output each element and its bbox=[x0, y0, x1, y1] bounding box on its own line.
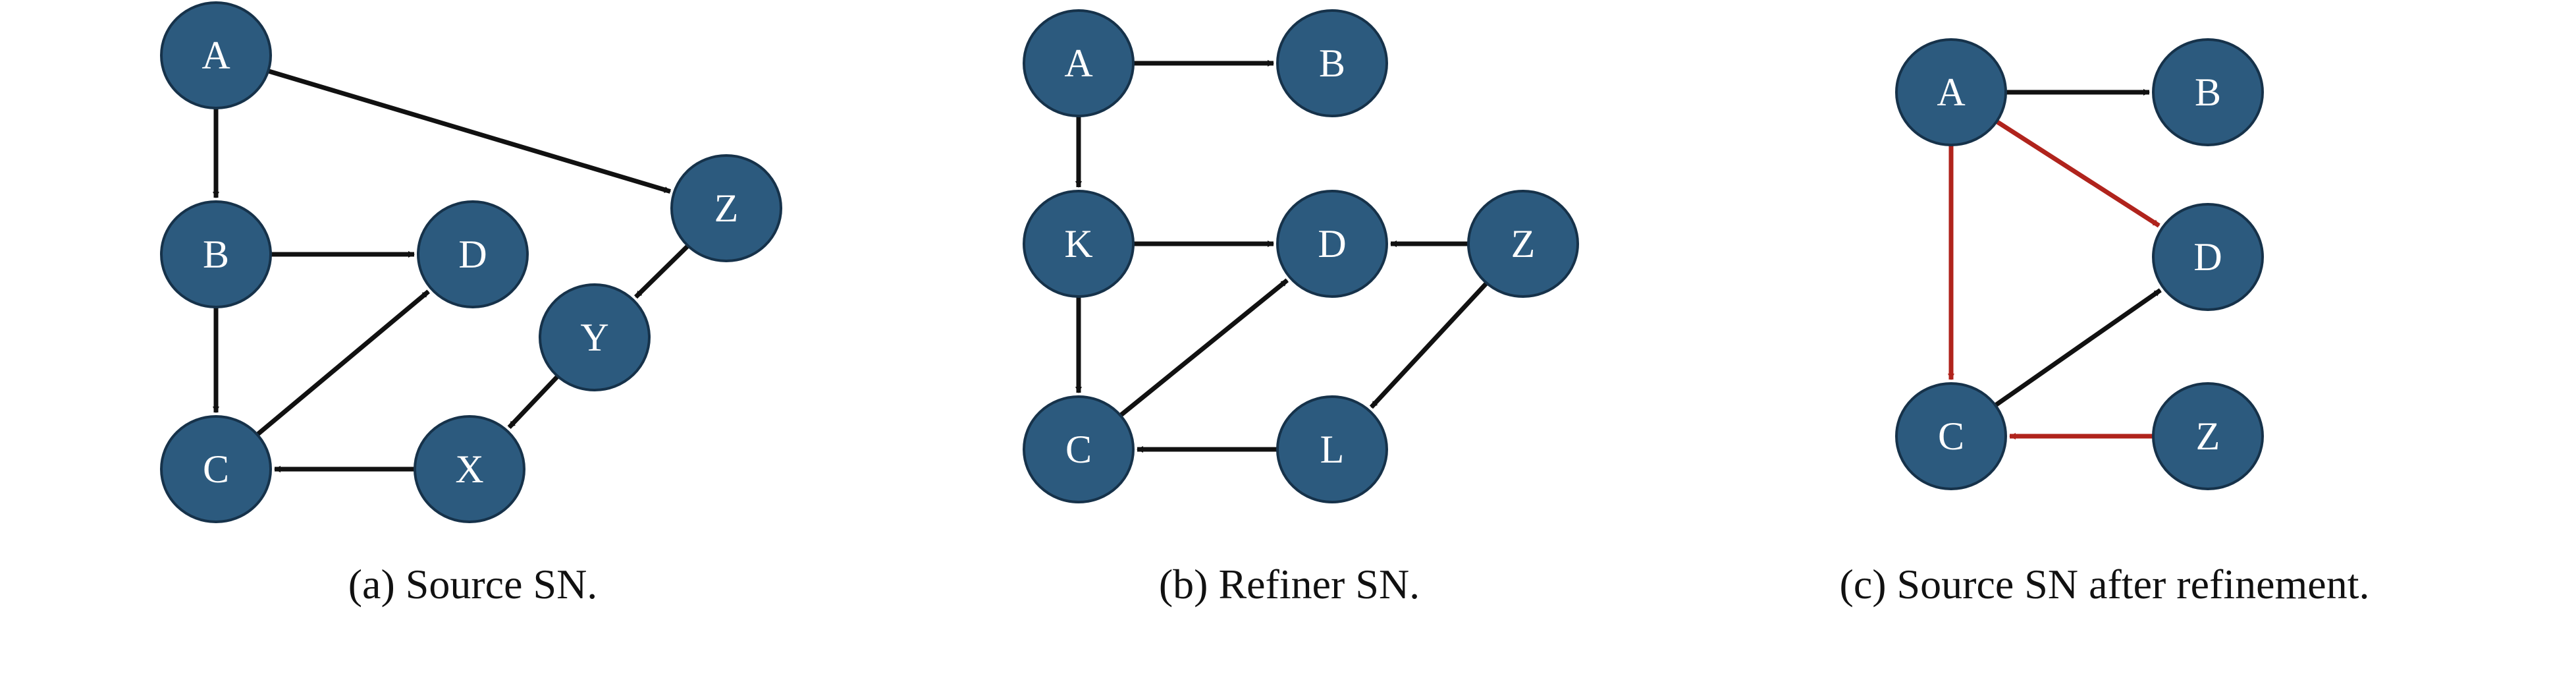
edge-a-y-x bbox=[507, 374, 560, 430]
node-label: C bbox=[1065, 428, 1092, 471]
node-label: D bbox=[1318, 222, 1346, 266]
node-circle bbox=[1276, 395, 1388, 503]
node-label: C bbox=[1938, 414, 1964, 458]
node-circle bbox=[160, 1, 272, 109]
node-circle bbox=[539, 283, 651, 391]
node-label: Z bbox=[714, 186, 739, 230]
node-circle bbox=[2152, 38, 2264, 146]
node-circle bbox=[1895, 382, 2007, 490]
node-circle bbox=[670, 154, 782, 262]
node-a-y: Y bbox=[539, 283, 651, 391]
node-circle bbox=[2152, 382, 2264, 490]
node-label: A bbox=[1937, 71, 1965, 114]
node-label: Y bbox=[580, 316, 608, 359]
node-a-c: C bbox=[160, 415, 272, 523]
edge-a-a-z bbox=[267, 69, 671, 194]
node-label: L bbox=[1320, 428, 1345, 471]
node-c-d: D bbox=[2152, 203, 2264, 311]
node-label: A bbox=[201, 34, 230, 77]
node-b-d: D bbox=[1276, 190, 1388, 298]
edge-c-a-d bbox=[1995, 119, 2160, 228]
node-label: Z bbox=[2196, 414, 2220, 458]
edge-a-c-d bbox=[255, 289, 430, 437]
node-a-d: D bbox=[417, 200, 529, 308]
node-label: C bbox=[203, 447, 229, 491]
node-label: B bbox=[2195, 71, 2221, 114]
node-circle bbox=[1023, 9, 1135, 117]
node-circle bbox=[160, 200, 272, 308]
node-circle bbox=[417, 200, 529, 308]
node-b-a: A bbox=[1023, 9, 1135, 117]
node-c-c: C bbox=[1895, 382, 2007, 490]
node-c-z: Z bbox=[2152, 382, 2264, 490]
node-label: K bbox=[1064, 222, 1092, 266]
edge-a-z-y bbox=[634, 244, 690, 299]
edge-b-z-l bbox=[1369, 281, 1489, 409]
panel-b: A B K D Z C L (b) Refiner SN. bbox=[1023, 9, 1579, 608]
caption-panel-a: (a) Source SN. bbox=[348, 561, 598, 608]
node-a-a: A bbox=[160, 1, 272, 109]
node-a-b: B bbox=[160, 200, 272, 308]
node-a-z: Z bbox=[670, 154, 782, 262]
caption-panel-c: (c) Source SN after refinement. bbox=[1840, 561, 2370, 608]
node-label: X bbox=[455, 447, 483, 491]
node-label: B bbox=[203, 233, 229, 276]
node-circle bbox=[160, 415, 272, 523]
node-b-b: B bbox=[1276, 9, 1388, 117]
edge-b-c-d bbox=[1119, 278, 1289, 418]
node-label: A bbox=[1064, 42, 1092, 85]
node-b-k: K bbox=[1023, 190, 1135, 298]
panel-a: A B C D Z Y X (a) Source SN. bbox=[160, 1, 782, 608]
panel-c: A B D C Z (c) Source SN after refinement. bbox=[1840, 38, 2370, 608]
node-circle bbox=[414, 415, 525, 523]
node-circle bbox=[1023, 395, 1135, 503]
node-label: D bbox=[458, 233, 487, 276]
node-b-l: L bbox=[1276, 395, 1388, 503]
edge-c-c-d bbox=[1994, 288, 2162, 407]
node-circle bbox=[1276, 9, 1388, 117]
node-circle bbox=[1023, 190, 1135, 298]
node-circle bbox=[1276, 190, 1388, 298]
node-c-a: A bbox=[1895, 38, 2007, 146]
node-label: B bbox=[1319, 42, 1345, 85]
node-circle bbox=[1895, 38, 2007, 146]
node-c-b: B bbox=[2152, 38, 2264, 146]
node-a-x: X bbox=[414, 415, 525, 523]
caption-panel-b: (b) Refiner SN. bbox=[1159, 561, 1420, 608]
node-circle bbox=[2152, 203, 2264, 311]
node-b-c: C bbox=[1023, 395, 1135, 503]
node-circle bbox=[1467, 190, 1579, 298]
node-b-z: Z bbox=[1467, 190, 1579, 298]
node-label: Z bbox=[1511, 222, 1536, 266]
node-label: D bbox=[2193, 235, 2222, 279]
